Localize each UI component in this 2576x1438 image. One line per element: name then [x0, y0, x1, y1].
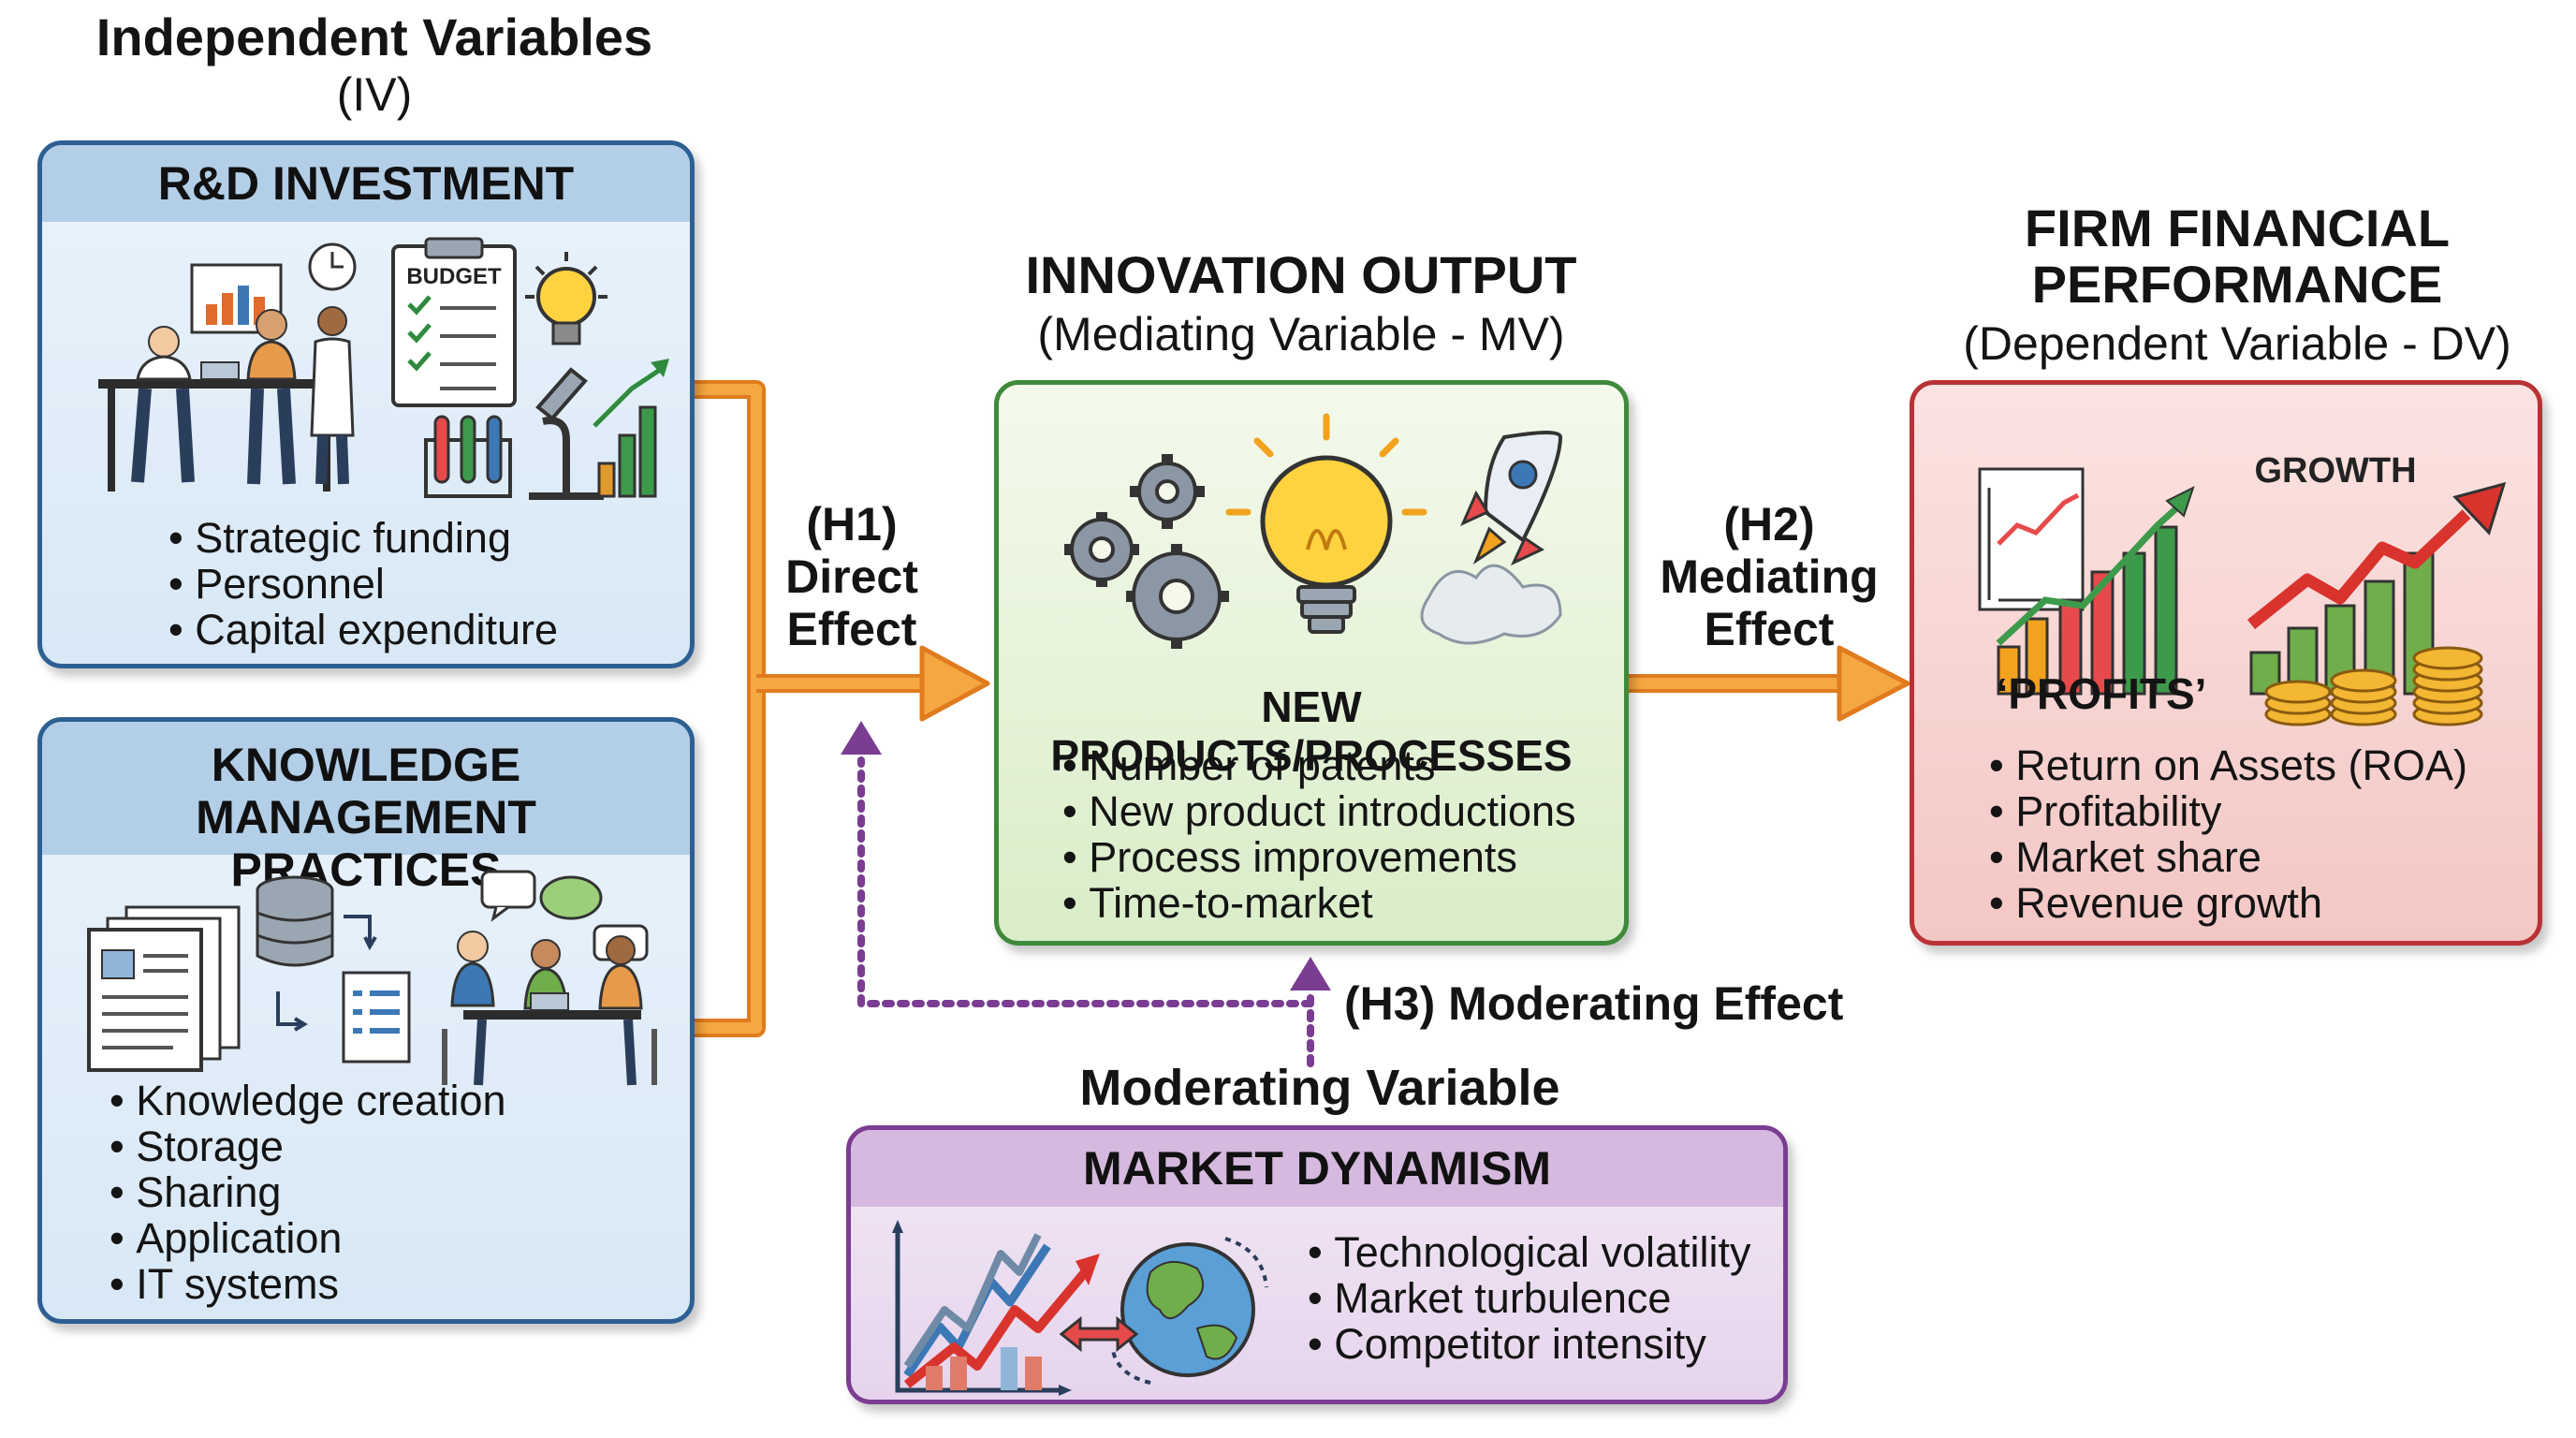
documents-icon — [87, 905, 241, 1072]
moderator-bullet: Market turbulence — [1308, 1275, 1751, 1321]
dv-bullet: Market share — [1989, 834, 2467, 880]
km-bullet: Sharing — [110, 1169, 506, 1215]
dv-title-line1: FIRM FINANCIAL — [2024, 198, 2451, 257]
microscope-icon — [529, 367, 604, 500]
innovation-illustration — [1064, 413, 1563, 649]
h2-line1: Mediating — [1660, 550, 1879, 603]
database-icon — [256, 875, 334, 967]
h2-label: (H2) Mediating Effect — [1647, 498, 1891, 655]
market-illustration — [892, 1220, 1268, 1396]
rnd-investment-box: R&D INVESTMENT — [37, 140, 695, 668]
mv-bullet: Process improvements — [1062, 834, 1576, 880]
innovation-lightbulb-icon — [1225, 413, 1427, 634]
h1-code: (H1) — [806, 498, 898, 550]
h3-arrow-to-h1 — [841, 721, 882, 755]
budget-clipboard-icon: BUDGET — [391, 237, 517, 407]
profits-chart-icon — [1978, 467, 2195, 696]
h1-line2: Effect — [786, 603, 917, 655]
h2-code: (H2) — [1723, 498, 1815, 550]
growth-bars-icon — [593, 359, 669, 498]
moderator-bullet-list: Technological volatility Market turbulen… — [1308, 1229, 1751, 1367]
km-bullet: Application — [110, 1215, 506, 1261]
sync-arrows-icon — [276, 915, 377, 1032]
iv-subtitle: (IV) — [336, 68, 413, 121]
dv-bullet-list: Return on Assets (ROA) Profitability Mar… — [1989, 742, 2467, 926]
rnd-bullet: Personnel — [168, 561, 558, 607]
rnd-bullet: Strategic funding — [168, 515, 558, 561]
gold-coins-icon — [2264, 646, 2483, 726]
km-bullet-list: Knowledge creation Storage Sharing Appli… — [110, 1078, 506, 1307]
scientist-icon — [246, 309, 297, 485]
mv-bullet: Time-to-market — [1062, 880, 1576, 926]
rnd-illustration: BUDGET — [98, 237, 669, 500]
clock-icon — [308, 242, 357, 291]
h2-arrow-head — [1837, 645, 1910, 722]
innovation-output-box: NEW PRODUCTS/PROCESSES Number of patents… — [994, 380, 1629, 946]
market-dynamism-box: MARKET DYNAMISM Technological volatility… — [846, 1125, 1788, 1404]
mv-bullet-list: Number of patents New product introducti… — [1062, 742, 1576, 926]
h1-label: (H1) Direct Effect — [768, 498, 936, 655]
mv-bullet: Number of patents — [1062, 742, 1576, 788]
lightbulb-icon — [525, 252, 607, 345]
moderator-bullet: Competitor intensity — [1308, 1321, 1751, 1367]
iv-bracket-connector — [695, 380, 766, 1037]
profits-label: ‘PROFITS’ — [1996, 669, 2207, 718]
mv-bullet: New product introductions — [1062, 788, 1575, 834]
h1-arrow-head — [919, 645, 990, 722]
h3-arrow-to-mv — [1290, 957, 1331, 990]
rnd-bullet: Capital expenditure — [168, 607, 558, 653]
dv-bullet: Return on Assets (ROA) — [1989, 742, 2467, 788]
growth-label: GROWTH — [2254, 451, 2416, 491]
h3-label: (H3) Moderating Effect — [1344, 977, 1844, 1030]
lab-coat-person-icon — [310, 306, 355, 485]
budget-label: BUDGET — [406, 264, 502, 289]
km-title: KNOWLEDGE MANAGEMENT PRACTICES — [42, 722, 690, 896]
moderating-variable-heading: Moderating Variable — [1079, 1060, 1560, 1116]
rnd-bullet-list: Strategic funding Personnel Capital expe… — [168, 515, 558, 653]
dv-bullet: Revenue growth — [1989, 880, 2467, 926]
volatility-chart-icon — [892, 1220, 1100, 1396]
km-bullet: IT systems — [110, 1261, 506, 1307]
dv-subtitle: (Dependent Variable - DV) — [1963, 317, 2511, 370]
bidirectional-arrow-icon — [1059, 1315, 1139, 1353]
km-illustration — [87, 870, 657, 1086]
h2-line2: Effect — [1704, 603, 1835, 655]
team-meeting-icon — [442, 931, 657, 1086]
market-dynamism-title: MARKET DYNAMISM — [851, 1130, 1783, 1207]
globe-icon — [1111, 1237, 1268, 1385]
performance-illustration: GROWTH — [1978, 451, 2507, 726]
km-bullet: Storage — [110, 1123, 506, 1169]
gears-icon — [1064, 454, 1229, 649]
h1-line1: Direct — [785, 550, 918, 603]
mv-subtitle: (Mediating Variable - MV) — [1037, 308, 1565, 360]
moderator-bullet: Technological volatility — [1308, 1229, 1750, 1275]
dv-title-line2: PERFORMANCE — [2031, 255, 2443, 314]
form-document-icon — [342, 971, 411, 1064]
firm-performance-box: GROWTH ‘PROFITS’ Return on Assets (ROA) … — [1910, 380, 2542, 946]
dv-bullet: Profitability — [1989, 788, 2467, 834]
rocket-icon — [1420, 431, 1563, 645]
test-tubes-icon — [424, 415, 512, 498]
km-bullet: Knowledge creation — [110, 1078, 505, 1123]
knowledge-management-box: KNOWLEDGE MANAGEMENT PRACTICES — [37, 717, 695, 1324]
iv-title: Independent Variables — [95, 7, 653, 66]
researcher-icon — [131, 326, 240, 483]
km-title-line1: KNOWLEDGE MANAGEMENT — [196, 739, 536, 844]
mv-title: INNOVATION OUTPUT — [1025, 245, 1577, 304]
rnd-title: R&D INVESTMENT — [42, 145, 690, 222]
